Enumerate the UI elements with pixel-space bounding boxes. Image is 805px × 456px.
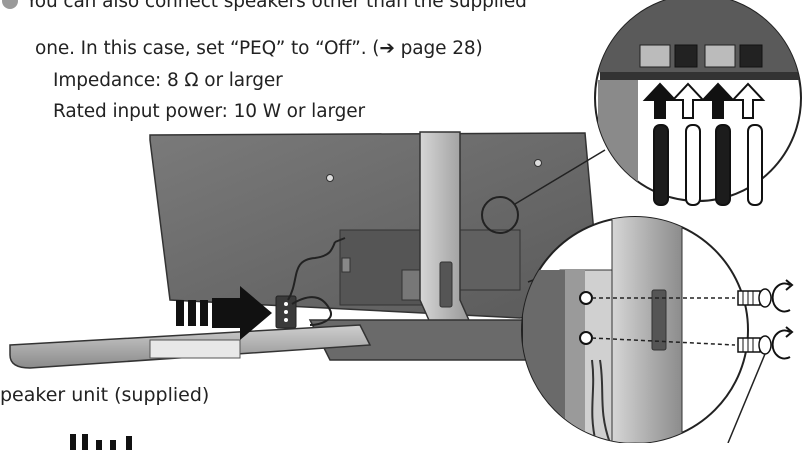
cropped-heading-marks [70,434,132,450]
instruction-line-2: one. In this case, set “PEQ” to “Off”. (… [35,38,483,59]
instruction-line-1: You can also connect speakers other than… [2,0,527,12]
rated-power-spec: Rated input power: 10 W or larger [53,101,366,122]
speaker-installation-illustration [9,0,802,443]
cropped-heading-fragment [30,426,230,456]
terminal-highlight-ring [481,196,519,234]
screw-icons [737,288,772,355]
striped-right-arrow-icon [176,286,272,340]
up-arrow-icons [642,82,766,119]
speaker-bar [9,295,372,369]
clockwise-rotate-icons [771,279,794,360]
speaker-unit-caption: peaker unit (supplied) [0,384,210,406]
tv-stand [308,131,562,361]
right-arrow-icon: ➔ [379,38,395,59]
speaker-cable [287,237,346,326]
filled-circle-bullet-icon [2,0,18,9]
impedance-spec: Impedance: 8 Ω or larger [53,70,283,91]
screw-mount-zoom-circle [521,216,749,443]
terminal-zoom-circle [594,0,802,206]
